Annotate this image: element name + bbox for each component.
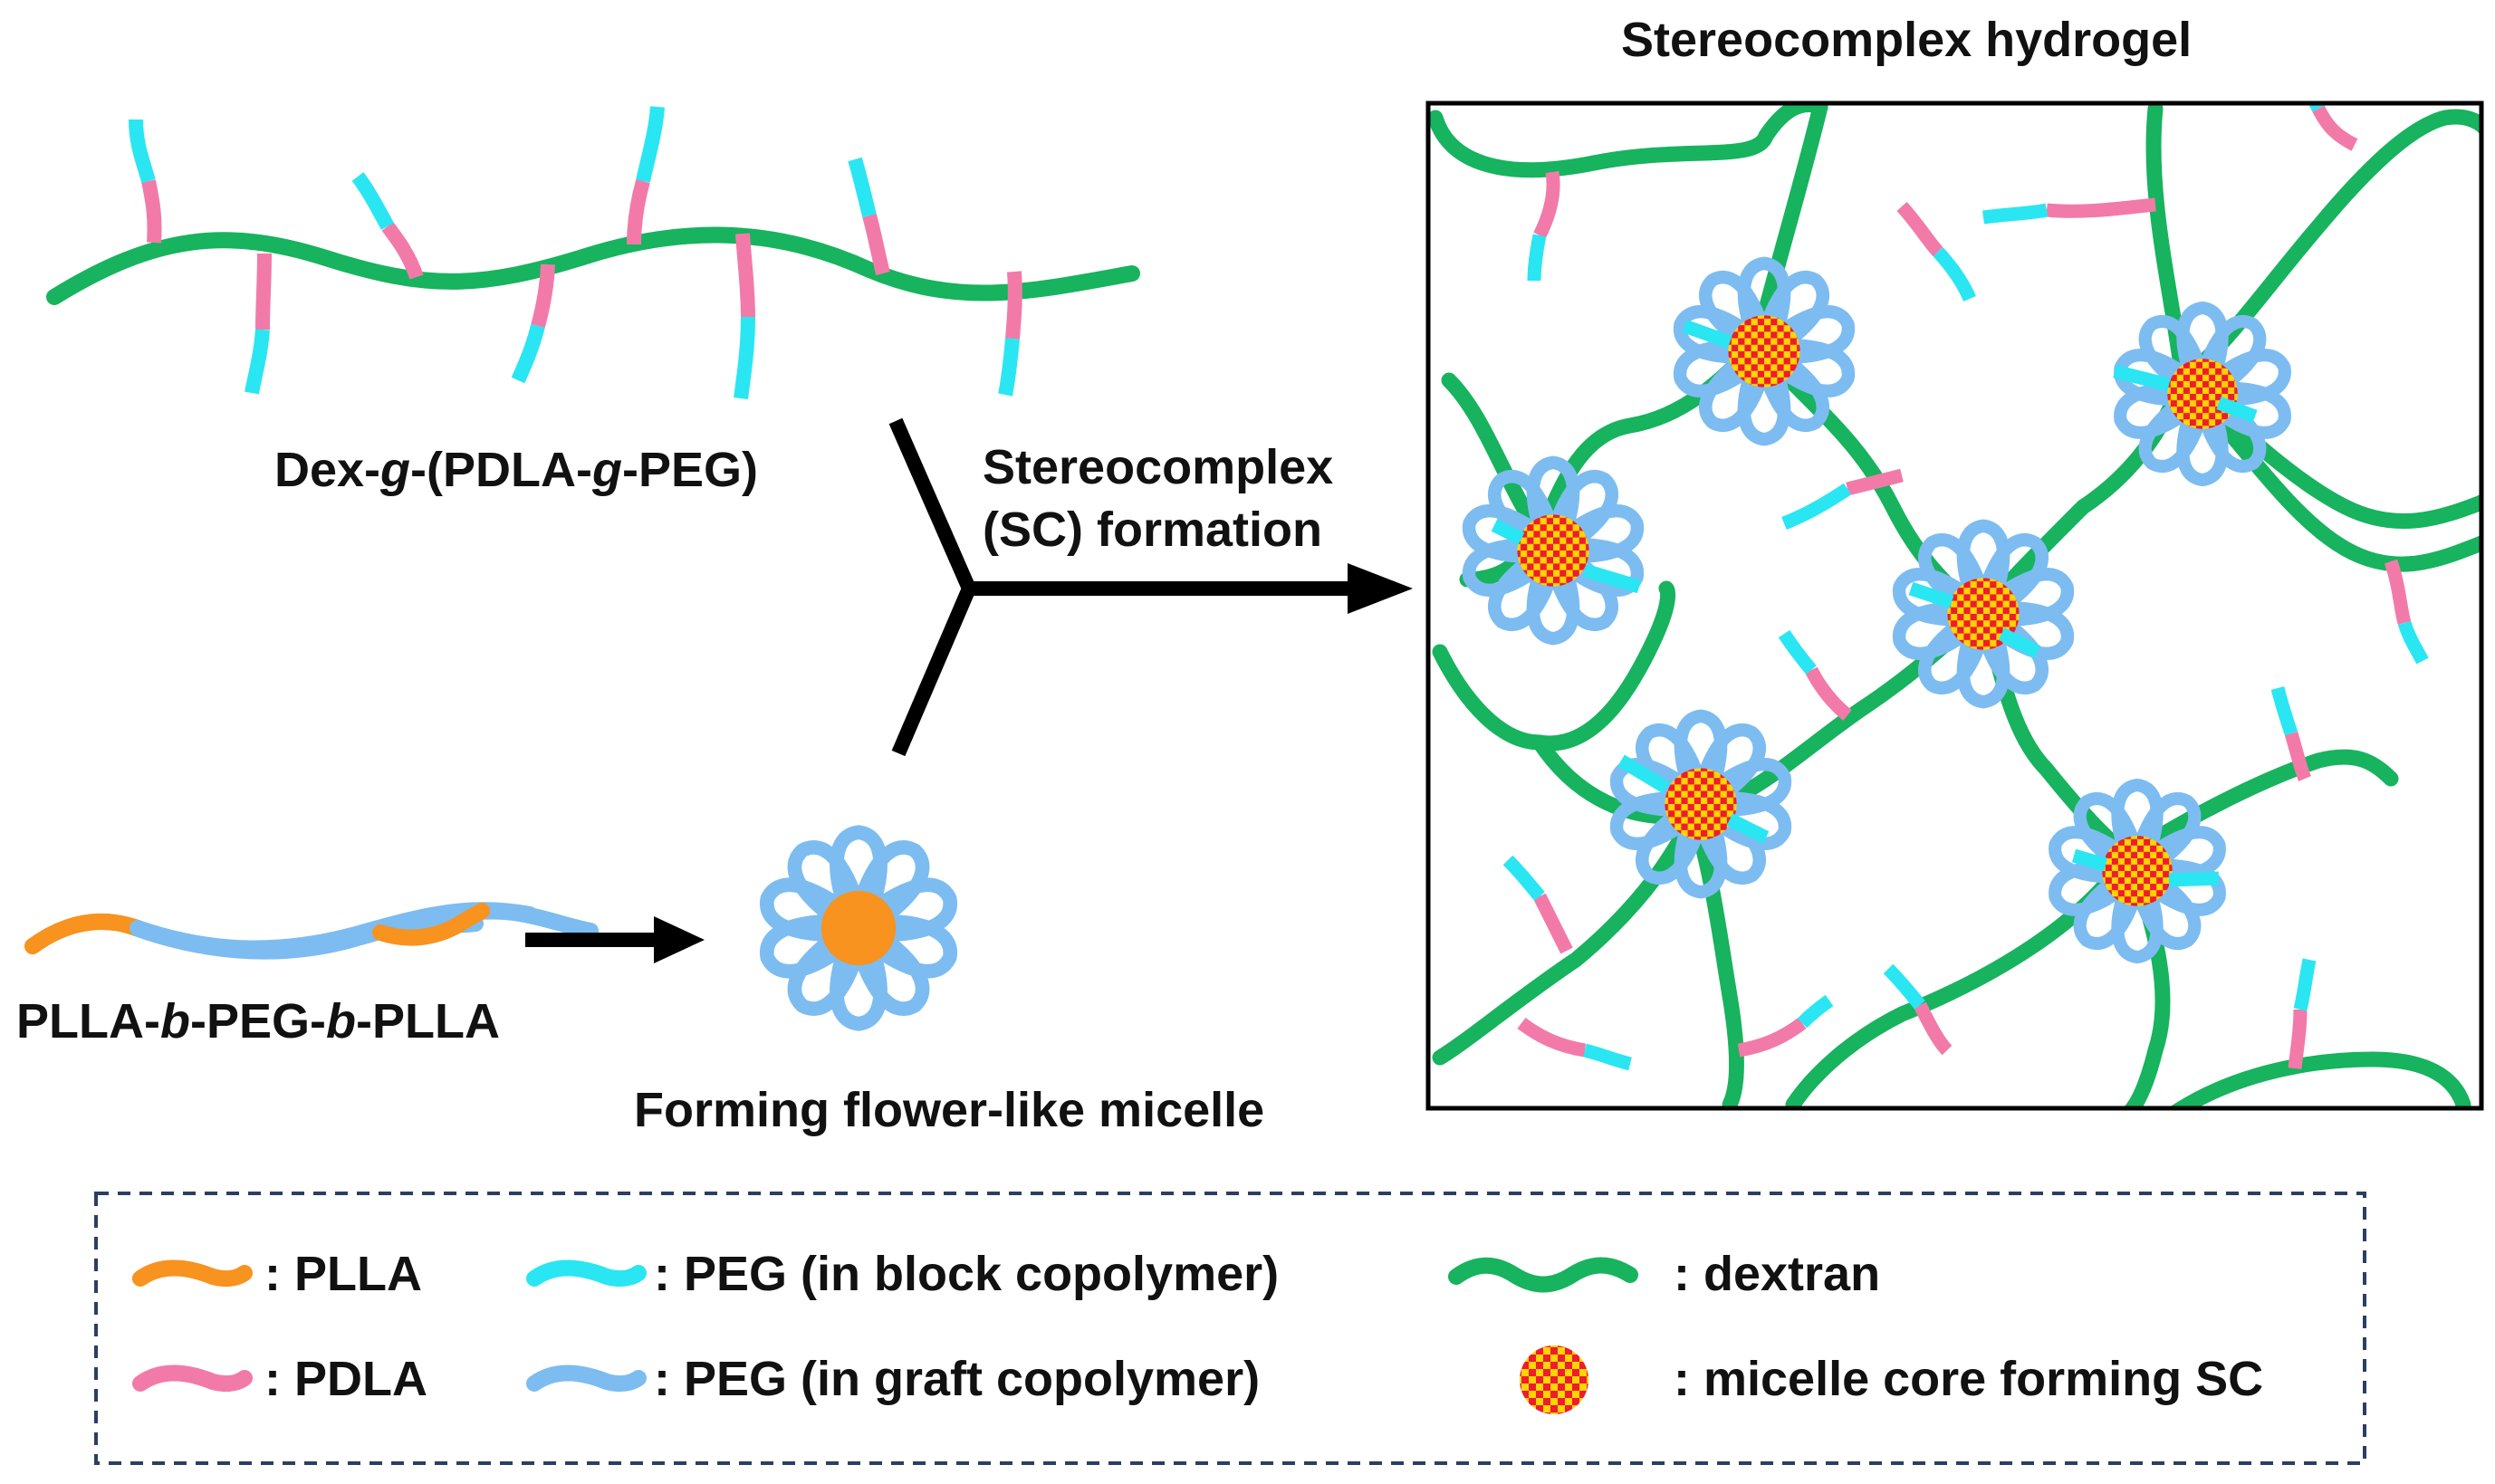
legend-label-peg-graft: : PEG (in graft copolymer) [654, 1352, 1260, 1406]
graft-label-part: g [591, 443, 622, 497]
legend: : PLLA : PDLA : PEG (in block copolymer)… [132, 1247, 2263, 1414]
legend-item-peg-graft: : PEG (in graft copolymer) [526, 1352, 1260, 1406]
block-copolymer-chain-detail [24, 902, 538, 957]
block-label-part: PLLA- [16, 994, 160, 1048]
merge-arrow [888, 417, 1357, 757]
graft-label-part: -(PDLA- [410, 443, 592, 497]
micelle-formation-arrow [525, 916, 705, 963]
hydrogel-network [1428, 103, 2481, 1108]
hydrogel-micelle [1611, 716, 1791, 892]
sc-micelle-core [1728, 315, 1800, 388]
hydrogel-micelle [2049, 785, 2225, 957]
graft-label-part: g [379, 443, 410, 497]
sc-formation-label-line2: (SC) formation [983, 503, 1322, 557]
legend-item-plla: : PLLA [132, 1247, 422, 1301]
hydrogel-micelle [1463, 463, 1644, 638]
micelle-plla-core [820, 890, 897, 966]
block-label-part: -PLLA [356, 994, 500, 1048]
legend-label-pdla: : PDLA [264, 1352, 427, 1406]
hydrogel-peg-stubs [1491, 319, 2258, 887]
legend-item-peg-block: : PEG (in block copolymer) [526, 1247, 1279, 1301]
merge-arrow-head [1348, 563, 1413, 614]
hydrogel-title: Stereocomplex hydrogel [1621, 13, 2192, 67]
micelle-label: Forming flower-like micelle [634, 1083, 1264, 1137]
legend-core-swatch [1520, 1345, 1588, 1414]
sc-micelle-core [1665, 768, 1737, 840]
sc-micelle-core [1947, 578, 2020, 650]
hydrogel-micelle [2115, 308, 2290, 480]
hydrogel-micelle [1675, 263, 1855, 439]
sc-micelle-core [2102, 836, 2173, 906]
block-label-part: b [326, 994, 356, 1048]
legend-item-dextran: : dextran [1448, 1247, 1880, 1301]
hydrogel-frame [1425, 101, 2484, 1111]
hydrogel-free-grafts [1502, 103, 2429, 1071]
legend-box [94, 1192, 2366, 1465]
graft-side-chains [129, 106, 1022, 400]
legend-item-core: : micelle core forming SC [1520, 1345, 2263, 1414]
sc-formation-label-line1: Stereocomplex [983, 440, 1333, 494]
sc-micelle-core [1517, 514, 1589, 587]
graft-label-part: -PEG) [622, 443, 758, 497]
sc-micelle-core [2167, 359, 2238, 429]
graft-copolymer-label: Dex-g-(PDLA-g-PEG) [274, 443, 758, 497]
graft-copolymer-chain [46, 106, 1140, 400]
block-label-part: -PEG- [190, 994, 326, 1048]
block-copolymer-label: PLLA-b-PEG-b-PLLA [16, 994, 500, 1048]
legend-label-peg-block: : PEG (in block copolymer) [654, 1247, 1279, 1301]
legend-label-dextran: : dextran [1674, 1247, 1880, 1301]
block-label-part: b [160, 994, 190, 1048]
legend-label-core: : micelle core forming SC [1674, 1352, 2263, 1406]
flower-like-micelle [761, 832, 956, 1024]
legend-item-pdla: : PDLA [132, 1352, 427, 1406]
hydrogel-micelle [1894, 526, 2074, 702]
graft-label-part: Dex- [274, 443, 380, 497]
legend-label-plla: : PLLA [264, 1247, 422, 1301]
